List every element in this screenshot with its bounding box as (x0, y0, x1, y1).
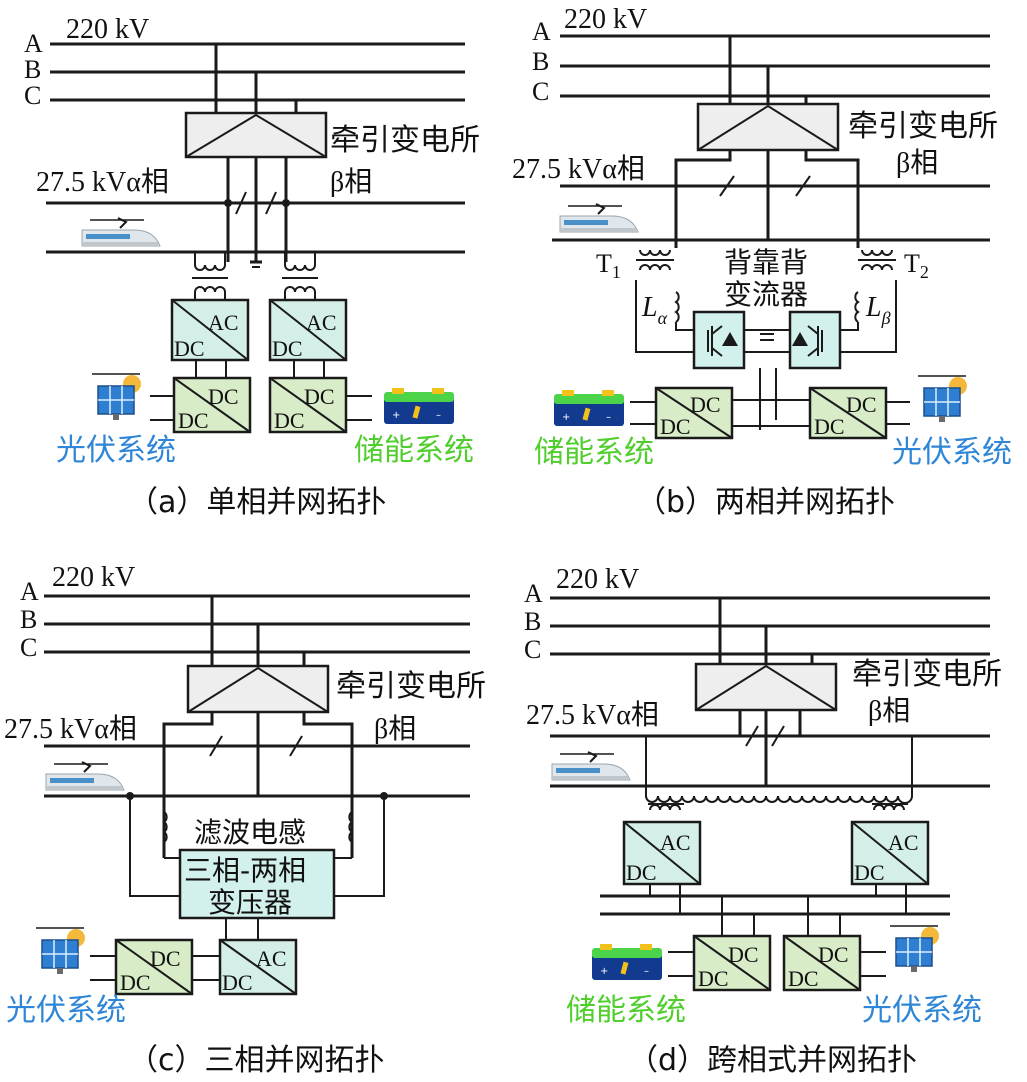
dc-label: DC (274, 408, 305, 433)
beta-feeder-label: β相 (896, 147, 938, 179)
pv-panel-icon (889, 925, 940, 973)
caption-a: （a）单相并网拓扑 (128, 485, 386, 520)
dc-label: DC (626, 860, 657, 885)
filter-inductor-label: 滤波电感 (194, 816, 306, 849)
dc-label: DC (814, 414, 845, 439)
dc-label: DC (854, 860, 885, 885)
phase-label-a: A (24, 29, 43, 58)
substation-label: 牵引变电所 (330, 123, 480, 158)
dc-label: DC (788, 966, 819, 991)
dc-label: DC (178, 408, 209, 433)
traction-transformer (694, 662, 838, 712)
ac-label: AC (306, 310, 337, 335)
alpha-feeder-label: 27.5 kVα相 (4, 713, 137, 745)
battery-icon (554, 390, 624, 426)
pv-system-label: 光伏系统 (892, 435, 1012, 470)
dc-label: DC (150, 946, 181, 971)
voltage-label: 220 kV (556, 564, 639, 595)
alpha-feeder-label: 27.5 kVα相 (526, 699, 659, 731)
t1-label: T1 (596, 249, 621, 282)
dc-label: DC (304, 384, 335, 409)
three-two-phase-transformer (178, 848, 336, 920)
dc-label: DC (698, 966, 729, 991)
phase-label-a: A (20, 577, 39, 606)
phase-label-b: B (24, 55, 41, 84)
alpha-feeder-label: 27.5 kVα相 (36, 166, 169, 198)
dc-label: DC (222, 970, 253, 995)
panel-b: A B C 220 kV 牵引变电所 27.5 kVα相 β相 T1 T2 背靠… (512, 4, 1012, 520)
btb-label-1: 背靠背 (724, 246, 808, 279)
voltage-label: 220 kV (66, 14, 149, 45)
pv-system-label: 光伏系统 (6, 993, 126, 1028)
dc-label: DC (690, 392, 721, 417)
lb-label: Lβ (865, 292, 891, 328)
battery-icon (592, 944, 662, 980)
phase-label-a: A (524, 579, 543, 608)
storage-system-label: 储能系统 (354, 433, 474, 468)
phase-label-c: C (20, 633, 37, 662)
dc-label: DC (818, 942, 849, 967)
ac-label: AC (256, 946, 287, 971)
train-icon (559, 203, 639, 233)
transformer-label-1: 三相-两相 (184, 854, 306, 887)
dc-label: DC (208, 384, 239, 409)
la-label: Lα (641, 292, 668, 328)
pv-panel-icon (917, 375, 968, 423)
traction-transformer (184, 111, 328, 159)
dc-label: DC (174, 336, 205, 361)
caption-d: （d）跨相式并网拓扑 (628, 1043, 917, 1078)
inverter-left (692, 310, 746, 370)
t2-label: T2 (904, 249, 929, 282)
train-icon (81, 217, 161, 247)
traction-transformer (186, 664, 330, 714)
dc-label: DC (846, 392, 877, 417)
dc-label: DC (120, 970, 151, 995)
traction-transformer (696, 102, 840, 152)
phase-label-a: A (532, 17, 551, 46)
voltage-label: 220 kV (564, 4, 647, 35)
storage-system-label: 储能系统 (534, 435, 654, 470)
phase-label-c: C (24, 81, 41, 110)
phase-label-c: C (532, 77, 549, 106)
phase-label-c: C (524, 635, 541, 664)
substation-label: 牵引变电所 (848, 109, 998, 144)
phase-label-b: B (532, 47, 549, 76)
pv-panel-icon (91, 373, 142, 421)
transformer-label-2: 变压器 (208, 886, 292, 919)
ac-label: AC (888, 830, 919, 855)
dc-label: DC (272, 336, 303, 361)
ac-label: AC (208, 310, 239, 335)
alpha-feeder-label: 27.5 kVα相 (512, 153, 645, 185)
ac-label: AC (660, 830, 691, 855)
voltage-label: 220 kV (52, 562, 135, 593)
storage-system-label: 储能系统 (566, 993, 686, 1028)
phase-label-b: B (524, 607, 541, 636)
beta-feeder-label: β相 (374, 713, 416, 745)
panel-a: A B C 220 kV 牵引变电所 27.5 kVα相 β相 (24, 14, 480, 520)
panel-d: A B C 220 kV 牵引变电所 27.5 kVα相 β相 AC DC AC (524, 564, 1002, 1078)
pv-system-label: 光伏系统 (56, 433, 176, 468)
beta-feeder-label: β相 (330, 166, 372, 198)
substation-label: 牵引变电所 (336, 669, 486, 704)
dc-label: DC (728, 942, 759, 967)
substation-label: 牵引变电所 (852, 657, 1002, 692)
btb-label-2: 变流器 (724, 278, 808, 311)
train-icon (45, 761, 125, 791)
beta-feeder-label: β相 (868, 695, 910, 727)
pv-panel-icon (35, 927, 86, 975)
panel-c: A B C 220 kV 牵引变电所 27.5 kVα相 β相 滤波电感 三相-… (4, 562, 486, 1078)
phase-label-b: B (20, 605, 37, 634)
train-icon (551, 751, 631, 781)
caption-c: （c）三相并网拓扑 (128, 1043, 385, 1078)
battery-icon (384, 388, 454, 424)
dc-label: DC (660, 414, 691, 439)
pv-system-label: 光伏系统 (862, 993, 982, 1028)
caption-b: （b）两相并网拓扑 (636, 485, 895, 520)
